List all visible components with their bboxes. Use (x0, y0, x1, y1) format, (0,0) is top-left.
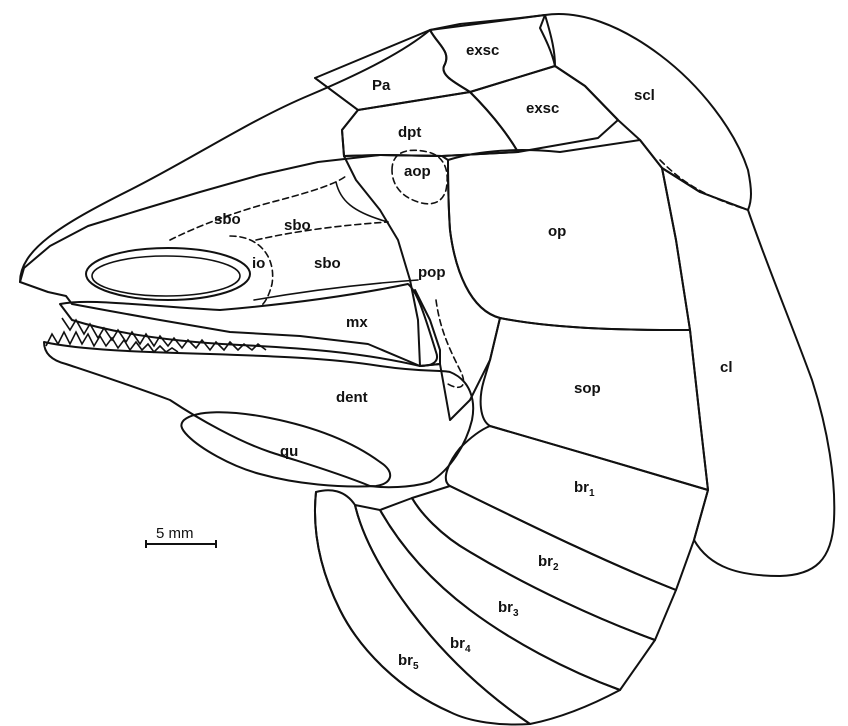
label-qu: qu (280, 443, 298, 460)
label-exsc-upper: exsc (466, 42, 499, 59)
label-pop: pop (418, 264, 446, 281)
branchiostegal-outer (315, 492, 450, 712)
label-sbo-2: sbo (284, 217, 311, 234)
label-exsc-lower: exsc (526, 100, 559, 117)
label-scl: scl (634, 87, 655, 104)
dermopterotic (342, 92, 518, 156)
scale-bar-label: 5 mm (156, 525, 194, 542)
label-br1: br1 (574, 479, 595, 499)
orbit-inner (92, 256, 240, 296)
branchiostegal-3 (380, 498, 655, 690)
suborbital-outline-a (170, 176, 346, 240)
label-dpt: dpt (398, 124, 421, 141)
label-sop: sop (574, 380, 601, 397)
label-io: io (252, 255, 265, 272)
label-br5: br5 (398, 652, 419, 672)
supracleithrum (540, 14, 751, 210)
preopercular-canal (436, 300, 464, 387)
suborbital-outline-b (256, 222, 388, 240)
subopercular (481, 318, 708, 490)
label-cl: cl (720, 359, 733, 376)
label-dent: dent (336, 389, 368, 406)
label-br4: br4 (450, 635, 471, 655)
label-pa: Pa (372, 77, 391, 94)
scale-bar: 5 mm (146, 525, 216, 548)
label-aop: aop (404, 163, 431, 180)
preopercular (344, 155, 500, 420)
dentary-teeth (46, 332, 178, 352)
opercular (448, 140, 690, 330)
cleithrum (662, 168, 834, 576)
label-op: op (548, 223, 566, 240)
label-sbo-1: sbo (214, 211, 241, 228)
branchiostegal-1 (446, 426, 708, 590)
label-br2: br2 (538, 553, 559, 573)
label-sbo-3: sbo (314, 255, 341, 272)
label-br3: br3 (498, 599, 519, 619)
parietal-bone (315, 30, 470, 110)
maxilla (60, 284, 437, 366)
supracleithrum-sensory-line (660, 160, 748, 210)
label-mx: mx (346, 314, 368, 331)
